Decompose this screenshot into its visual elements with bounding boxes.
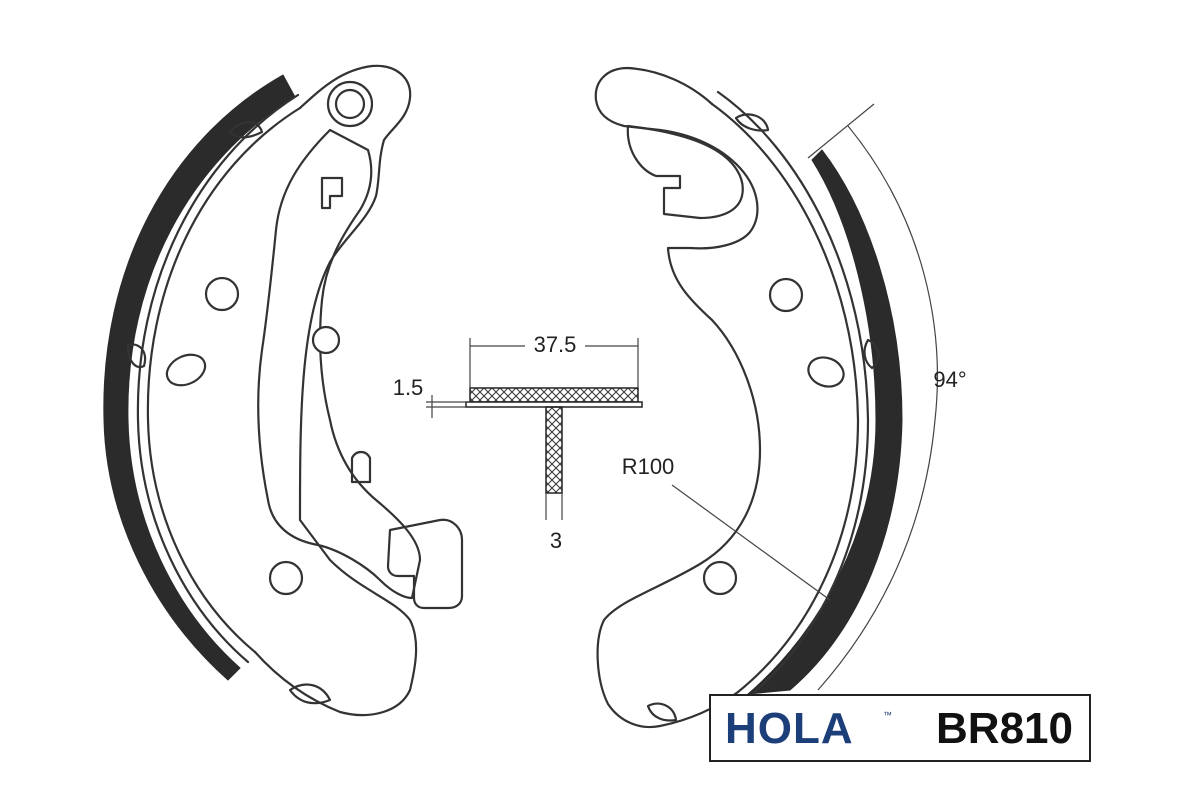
right-shoe-lining	[746, 149, 903, 695]
angle-annotation	[671, 103, 938, 691]
left-shoe-web	[253, 64, 418, 717]
trademark-mark: ™	[883, 710, 892, 720]
dim-angle-label: 94°	[933, 367, 966, 392]
left-slot-hole	[165, 353, 207, 387]
left-brake-shoe	[103, 64, 464, 717]
web-section	[545, 406, 563, 494]
left-hole-3	[268, 560, 304, 596]
right-shoe-rim	[716, 90, 870, 702]
brand-box: HOLA ™ BR810	[709, 694, 1091, 762]
left-hole-1	[204, 276, 240, 312]
lever-foot	[386, 518, 464, 610]
hola-logo: HOLA	[725, 704, 854, 753]
right-hole-2	[702, 560, 738, 596]
right-shoe-web	[594, 66, 762, 729]
part-number: BR810	[936, 704, 1073, 753]
radius-leader	[671, 484, 831, 601]
right-hole-1	[768, 277, 804, 313]
dim-radius-label: R100	[622, 454, 675, 479]
parking-lever	[257, 128, 422, 600]
dim-web-thickness-label: 3	[550, 528, 562, 553]
cross-section-detail	[426, 338, 643, 520]
left-shoe-rim	[136, 93, 300, 664]
lining-section	[469, 387, 639, 403]
left-hole-2	[311, 325, 341, 355]
right-brake-shoe	[594, 66, 903, 729]
dim-width-label: 37.5	[534, 332, 577, 357]
left-pivot-hole	[326, 80, 374, 128]
right-slot-hole	[807, 356, 845, 388]
dim-lining-thickness-label: 1.5	[393, 375, 424, 400]
left-shoe-lining	[103, 74, 296, 681]
